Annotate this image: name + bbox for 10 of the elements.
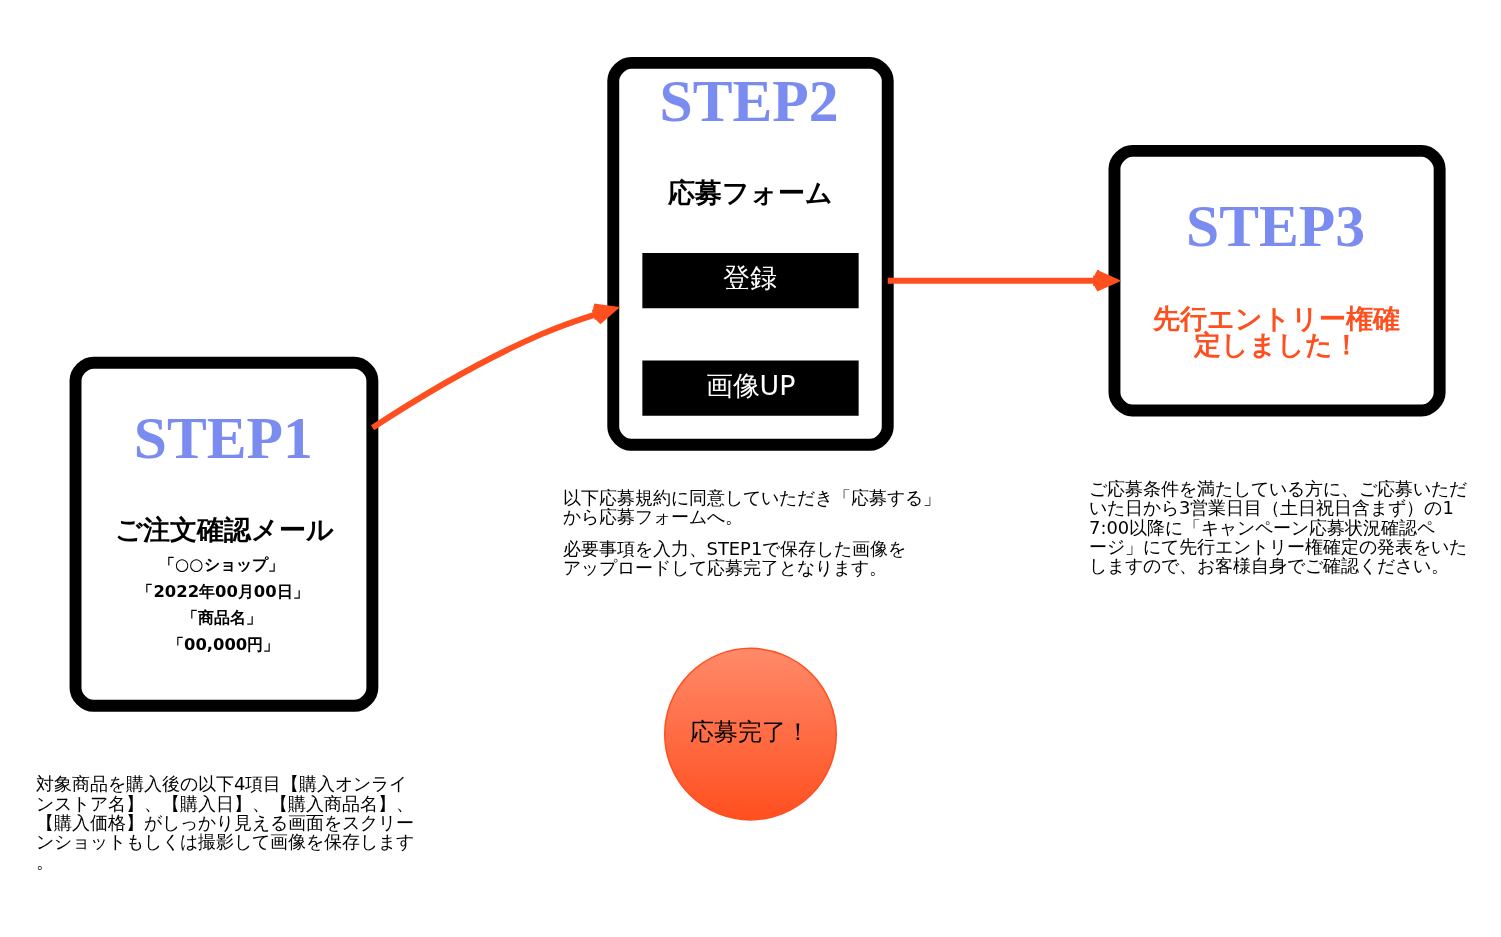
node-label: 対象商品を購入後の以下4項目【購入オンラインストア名】、【購入日】、【購入商品名】、【購入価格】がしっかり見える画面をスクリーンショットもしくは撮影して画像を保存します。 bbox=[36, 772, 414, 872]
node-label: ご応募条件を満たしている方に、ご応募いただいた日から3営業日目（土日祝日含まず）の17:00以降に「キャンペーン応募状況確認ページ」にて先行エントリー権確定の発表をいたしますので、お客様自身でご確認ください。 bbox=[1089, 477, 1468, 576]
node-label: 必要事項を入力、STEP1で保存した画像をアップロードして応募完了となります。 bbox=[562, 537, 907, 578]
node-box: STEP1 ご注文確認メール 「○○ショップ」 「2022年00月00日」 「商品名」 「00,000円」 bbox=[69, 356, 379, 712]
node-box: 画像UP bbox=[642, 360, 859, 416]
node-label: 以下応募規約に同意していただき「応募する」から応募フォームへ。 bbox=[562, 486, 941, 527]
node-box: STEP3 先行エントリー権確定しました！ bbox=[1108, 144, 1446, 416]
arrow bbox=[370, 303, 617, 430]
node-circle: 応募完了！ bbox=[664, 647, 837, 821]
node-box: 登録 bbox=[642, 252, 859, 308]
